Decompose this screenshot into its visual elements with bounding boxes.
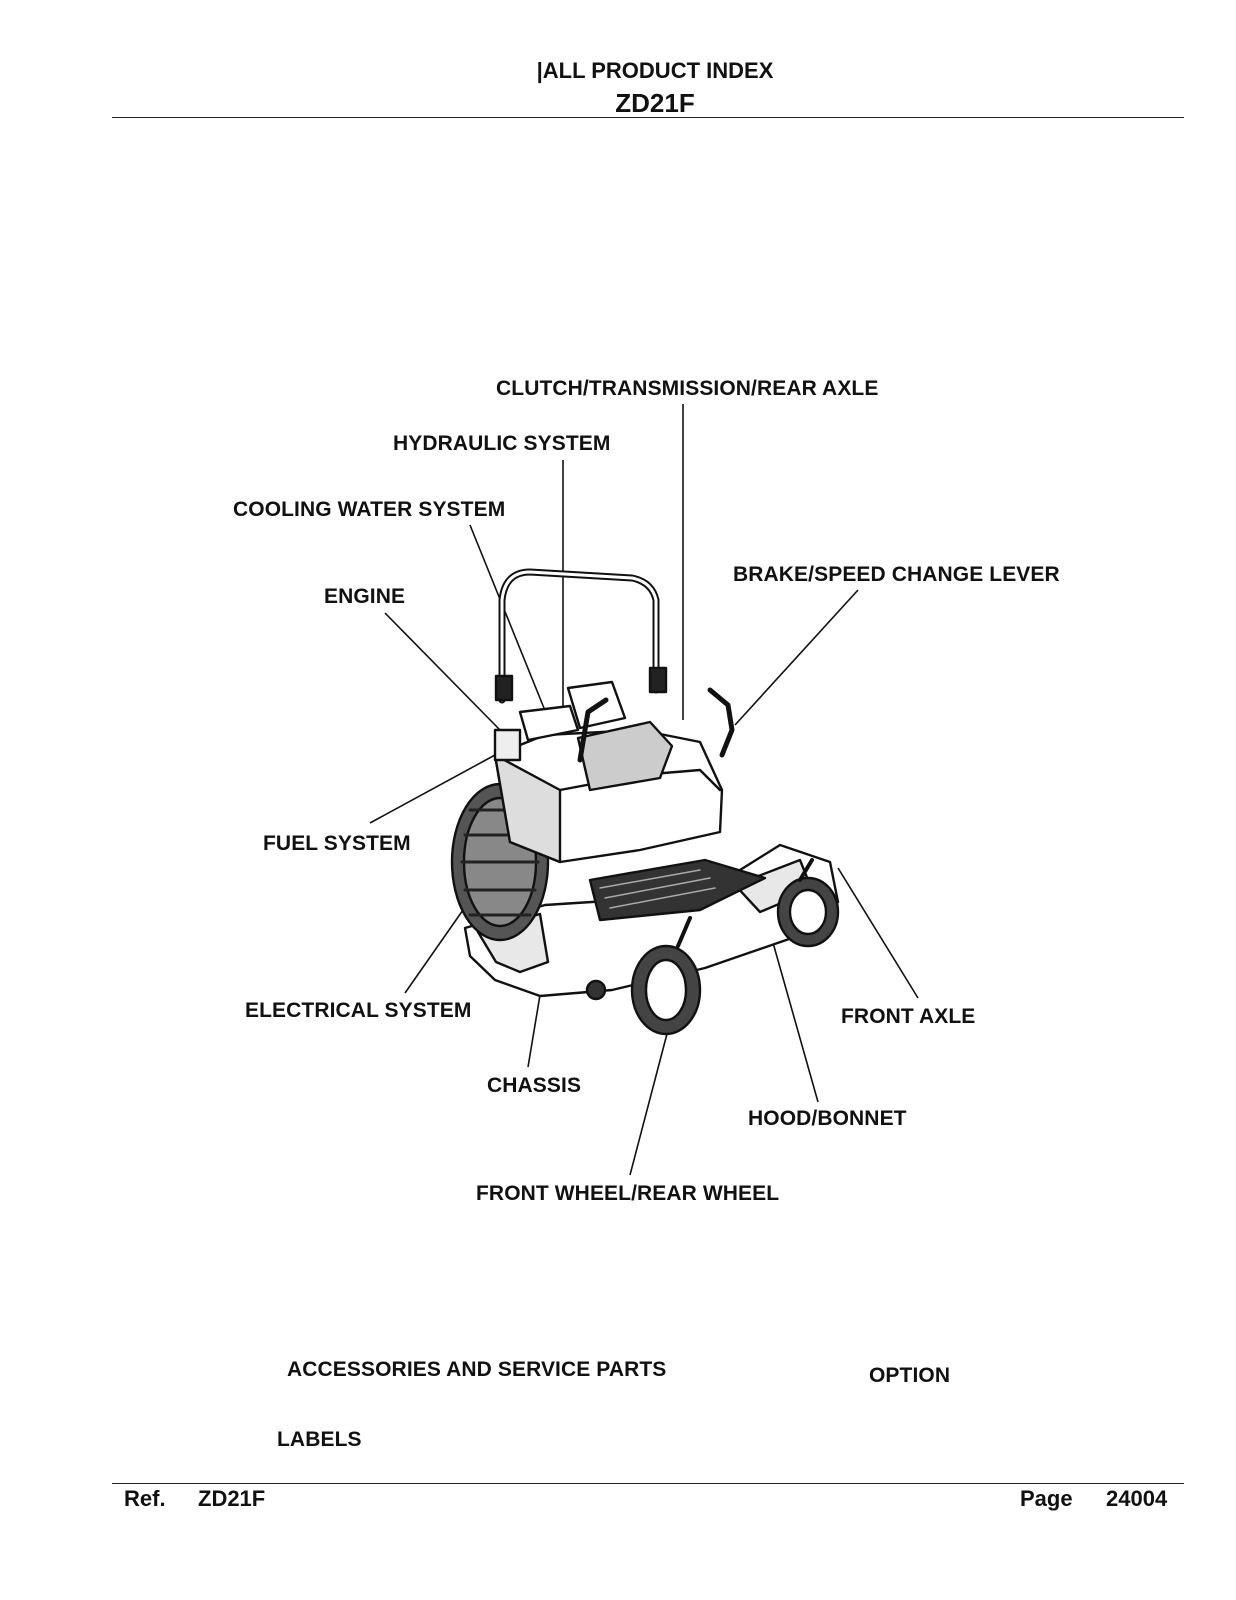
rollover-bar <box>498 568 660 704</box>
footer-ref-model: ZD21F <box>198 1486 266 1511</box>
footer-page-number: 24004 <box>1106 1486 1168 1511</box>
link-accessories-service-parts[interactable]: ACCESSORIES AND SERVICE PARTS <box>287 1358 667 1381</box>
mower-illustration <box>450 568 840 1036</box>
link-front-wheel-rear-wheel[interactable]: FRONT WHEEL/REAR WHEEL <box>476 1182 780 1205</box>
link-hood-bonnet[interactable]: HOOD/BONNET <box>748 1107 907 1130</box>
header-divider <box>112 117 1184 118</box>
link-brake-speed-change-lever[interactable]: BRAKE/SPEED CHANGE LEVER <box>733 563 1060 586</box>
footer-ref-label: Ref. <box>124 1486 166 1511</box>
link-front-axle[interactable]: FRONT AXLE <box>841 1005 976 1028</box>
link-chassis[interactable]: CHASSIS <box>487 1074 582 1097</box>
footer-divider <box>112 1483 1184 1484</box>
mower-deck <box>463 843 840 998</box>
link-fuel-system[interactable]: FUEL SYSTEM <box>263 832 411 855</box>
control-lever <box>707 687 735 758</box>
seat <box>566 680 627 730</box>
rear-wheel <box>450 782 550 942</box>
index-title: |ALL PRODUCT INDEX <box>536 58 774 83</box>
model-title: ZD21F <box>615 88 695 118</box>
link-labels[interactable]: LABELS <box>277 1428 362 1451</box>
footer-page-label: Page <box>1020 1486 1073 1511</box>
link-engine[interactable]: ENGINE <box>324 585 406 608</box>
link-clutch-transmission-rear-axle[interactable]: CLUTCH/TRANSMISSION/REAR AXLE <box>496 377 879 400</box>
link-hydraulic-system[interactable]: HYDRAULIC SYSTEM <box>393 432 611 455</box>
link-cooling-water-system[interactable]: COOLING WATER SYSTEM <box>233 498 506 521</box>
front-right-caster <box>776 876 840 948</box>
link-electrical-system[interactable]: ELECTRICAL SYSTEM <box>245 999 472 1022</box>
link-option[interactable]: OPTION <box>869 1364 951 1387</box>
mower-body <box>493 728 724 864</box>
front-left-caster <box>630 944 702 1036</box>
